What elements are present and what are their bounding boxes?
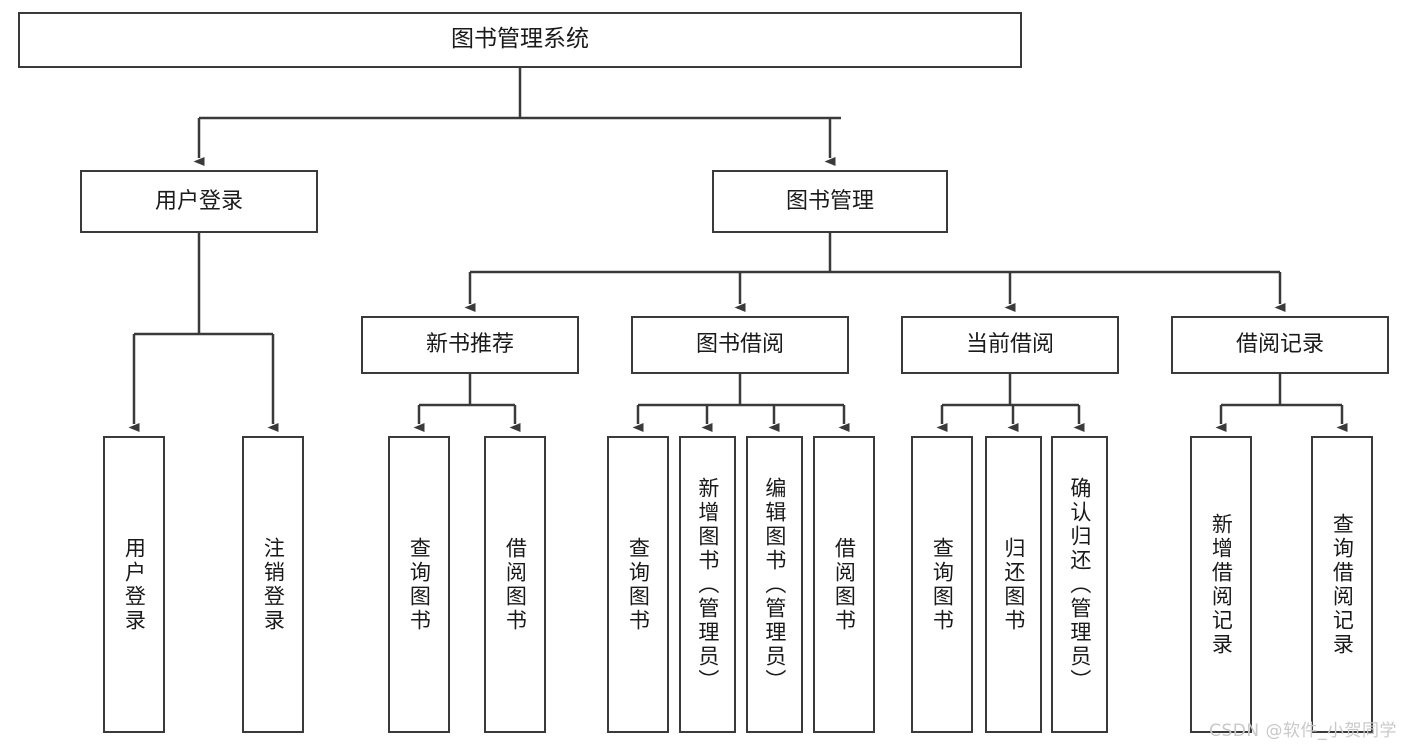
node-leaf-query-record[interactable]: 查询借阅记录 (1311, 436, 1373, 733)
node-book-manage-label: 图书管理 (785, 188, 874, 214)
node-new-book-rec[interactable]: 新书推荐 (361, 316, 579, 374)
node-current-borrow[interactable]: 当前借阅 (901, 316, 1119, 374)
node-book-manage[interactable]: 图书管理 (712, 170, 948, 233)
node-borrow-record-label: 借阅记录 (1235, 332, 1324, 358)
node-leaf-edit-book[interactable]: 编辑图书（管理员） (746, 436, 803, 733)
node-leaf-query-book-3[interactable]: 查询图书 (911, 436, 973, 733)
node-leaf-borrow-book-2-label: 借阅图书 (832, 536, 857, 633)
node-root-label: 图书管理系统 (451, 26, 589, 53)
node-leaf-return-book-label: 归还图书 (1001, 536, 1026, 633)
node-leaf-logout-label: 注销登录 (261, 536, 286, 633)
node-leaf-user-login-label: 用户登录 (122, 536, 147, 633)
node-leaf-borrow-book-1[interactable]: 借阅图书 (484, 436, 546, 733)
node-leaf-add-record-label: 新增借阅记录 (1209, 512, 1234, 657)
node-current-borrow-label: 当前借阅 (965, 332, 1054, 358)
node-user-login[interactable]: 用户登录 (80, 170, 318, 233)
node-book-borrow-label: 图书借阅 (695, 332, 784, 358)
node-leaf-add-book[interactable]: 新增图书（管理员） (679, 436, 736, 733)
node-root[interactable]: 图书管理系统 (18, 12, 1022, 68)
node-leaf-query-book-1-label: 查询图书 (407, 536, 432, 633)
node-leaf-confirm-return-label: 确认归还（管理员） (1067, 476, 1092, 693)
node-leaf-query-book-2[interactable]: 查询图书 (607, 436, 669, 733)
node-leaf-user-login[interactable]: 用户登录 (103, 436, 165, 733)
node-book-borrow[interactable]: 图书借阅 (631, 316, 849, 374)
node-leaf-query-book-1[interactable]: 查询图书 (388, 436, 450, 733)
node-leaf-borrow-book-1-label: 借阅图书 (503, 536, 528, 633)
node-leaf-query-book-2-label: 查询图书 (626, 536, 651, 633)
node-leaf-add-record[interactable]: 新增借阅记录 (1190, 436, 1252, 733)
node-user-login-label: 用户登录 (154, 188, 243, 214)
node-leaf-logout[interactable]: 注销登录 (242, 436, 304, 733)
node-leaf-edit-book-label: 编辑图书（管理员） (762, 476, 787, 693)
node-leaf-return-book[interactable]: 归还图书 (985, 436, 1042, 733)
node-leaf-add-book-label: 新增图书（管理员） (695, 476, 720, 693)
node-borrow-record[interactable]: 借阅记录 (1171, 316, 1389, 374)
node-leaf-confirm-return[interactable]: 确认归还（管理员） (1051, 436, 1108, 733)
node-new-book-rec-label: 新书推荐 (425, 332, 514, 358)
node-leaf-query-record-label: 查询借阅记录 (1330, 512, 1355, 657)
node-leaf-query-book-3-label: 查询图书 (930, 536, 955, 633)
node-leaf-borrow-book-2[interactable]: 借阅图书 (813, 436, 875, 733)
